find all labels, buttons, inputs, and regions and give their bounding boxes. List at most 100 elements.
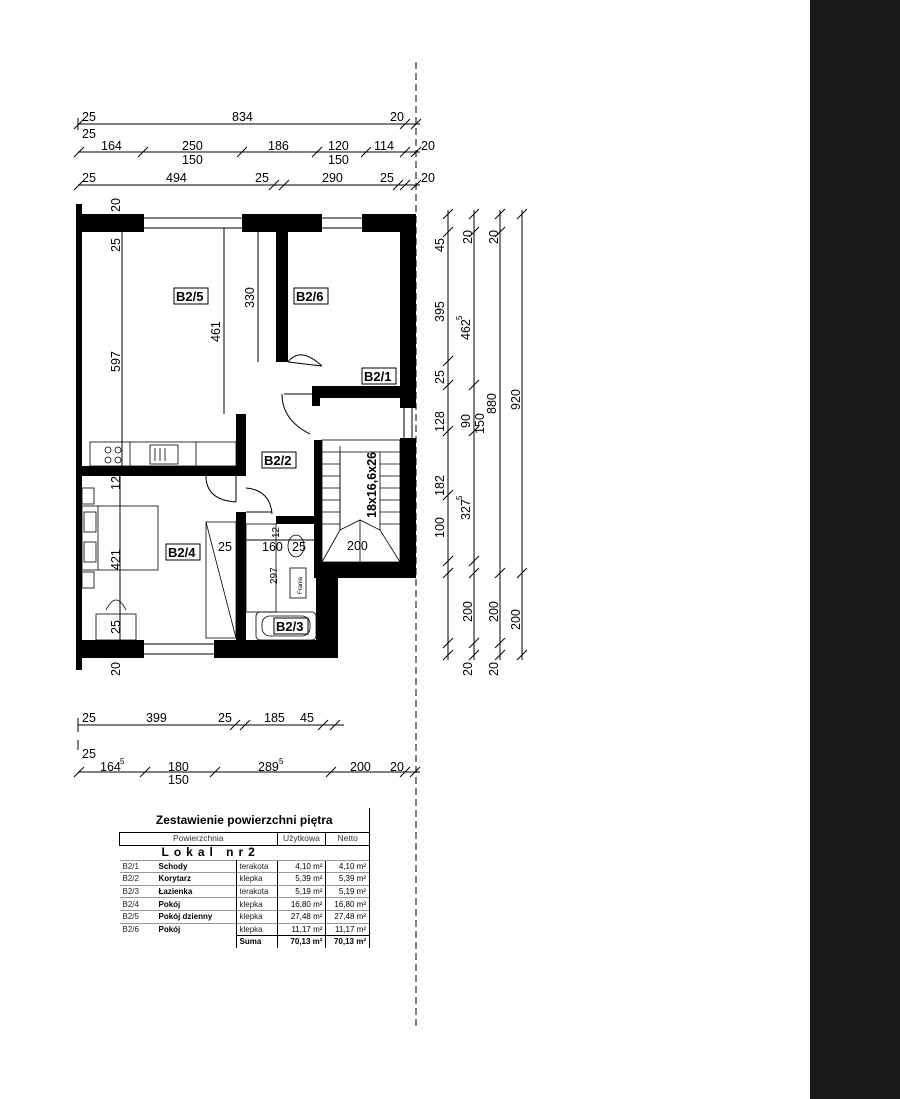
dim-r1-45: 45 xyxy=(433,238,447,252)
dim-r1-128: 128 xyxy=(433,411,447,432)
row-name: Pokój xyxy=(155,897,237,911)
bottom-dimension-lines xyxy=(73,718,421,778)
window-lines xyxy=(144,217,413,655)
dim-b2-289-sup: 5 xyxy=(279,757,284,766)
row-code: B2/5 xyxy=(119,909,156,924)
room-b2-2: B2/2 xyxy=(264,453,291,468)
dim-top3-25c: 25 xyxy=(380,171,394,185)
dim-b1-25: 25 xyxy=(82,711,96,725)
row-code: B2/2 xyxy=(119,872,156,886)
row-code: B2/3 xyxy=(119,884,156,898)
row-code: B2/4 xyxy=(119,897,156,911)
dim-top2-25: 25 xyxy=(82,127,96,141)
right-dimension-lines xyxy=(442,208,528,661)
dim-top1-834: 834 xyxy=(232,110,253,124)
dim-bath-12: 12 xyxy=(271,526,282,538)
dim-r2-327: 327 xyxy=(459,499,473,520)
dim-r2-200: 200 xyxy=(487,601,501,622)
dim-r1-200: 200 xyxy=(461,601,475,622)
dim-r2-20: 20 xyxy=(461,230,475,244)
room-labels: B2/5 B2/6 B2/1 B2/2 B2/4 B2/3 Frania xyxy=(165,287,397,635)
dim-bath-297: 297 xyxy=(269,567,280,584)
table-row: B2/4 Pokój klepka 16,80 m² 16,80 m² xyxy=(119,897,370,911)
dim-top2-114: 114 xyxy=(374,139,394,153)
row-netto: 5,19 m² xyxy=(325,884,370,898)
sum-netto: 70,13 m² xyxy=(325,935,370,948)
dim-r1-182: 182 xyxy=(433,475,447,496)
table-row: B2/3 Łazienka terakota 5,19 m² 5,19 m² xyxy=(119,884,370,898)
dim-b2-164: 164 xyxy=(100,760,121,774)
row-uzytkowa: 16,80 m² xyxy=(276,897,326,911)
row-uzytkowa: 5,39 m² xyxy=(276,872,326,886)
stairs-spec: 18x16,6x26 xyxy=(365,452,379,518)
dim-b1-25b: 25 xyxy=(218,711,232,725)
dim-r1-20: 20 xyxy=(461,662,475,676)
row-material: klepka xyxy=(236,872,277,886)
dim-r2-20b: 20 xyxy=(487,662,501,676)
door-swings xyxy=(205,354,323,515)
top-dimension-lines xyxy=(73,118,422,191)
right-dimension-labels: 45 395 25 128 182 100 200 20 20 462 5 90… xyxy=(433,230,523,676)
header-netto: Netto xyxy=(325,832,370,846)
dim-r2-462: 462 xyxy=(459,319,473,340)
dim-top1-25: 25 xyxy=(82,110,96,124)
dim-left-25: 25 xyxy=(109,238,123,252)
dim-b2-200: 200 xyxy=(350,760,371,774)
dim-r1-100: 100 xyxy=(433,517,447,538)
dim-top3-20: 20 xyxy=(421,171,435,185)
dim-r4-200: 200 xyxy=(509,609,523,630)
row-name: Korytarz xyxy=(155,872,237,886)
table-row: B2/5 Pokój dzienny klepka 27,48 m² 27,48… xyxy=(119,909,370,924)
bathroom-fixtures xyxy=(245,523,317,641)
dim-left-421: 421 xyxy=(109,549,123,570)
row-material: terakota xyxy=(236,884,277,898)
dim-b1-185: 185 xyxy=(264,711,285,725)
dim-left-597: 597 xyxy=(109,351,123,372)
frania-label: Frania xyxy=(298,576,304,594)
dim-top3-25: 25 xyxy=(82,171,96,185)
row-uzytkowa: 11,17 m² xyxy=(276,922,326,936)
row-material: klepka xyxy=(236,922,277,936)
dim-r1-395: 395 xyxy=(433,301,447,322)
dim-b2-180: 180 xyxy=(168,760,189,774)
dim-top2-150b: 150 xyxy=(328,153,349,167)
dim-top2-250: 250 xyxy=(182,139,203,153)
wardrobe xyxy=(205,521,237,639)
table-title: Zestawienie powierzchni piętra xyxy=(119,808,370,833)
dim-top3-25b: 25 xyxy=(255,171,269,185)
sum-row: Suma 70,13 m² 70,13 m² xyxy=(120,935,370,948)
dim-b2-20: 20 xyxy=(390,760,404,774)
row-material: klepka xyxy=(236,897,277,911)
dark-side-bar xyxy=(810,0,900,1099)
dim-bath-25b: 25 xyxy=(292,540,306,554)
dim-b2-25: 25 xyxy=(82,747,96,761)
dim-r2-150: 150 xyxy=(473,413,487,434)
dim-r2-462-sup: 5 xyxy=(455,315,464,320)
dim-461: 461 xyxy=(209,321,223,342)
dim-left-25b: 25 xyxy=(109,620,123,634)
row-uzytkowa: 4,10 m² xyxy=(276,859,326,873)
dim-top2-120: 120 xyxy=(328,139,349,153)
row-code: B2/6 xyxy=(119,922,156,936)
room-b2-6: B2/6 xyxy=(296,289,323,304)
row-netto: 4,10 m² xyxy=(325,859,370,873)
row-uzytkowa: 27,48 m² xyxy=(276,909,326,924)
row-name: Pokój xyxy=(155,922,237,936)
interior-dimension-labels: 20 25 597 461 330 12 421 25 20 25 160 25… xyxy=(109,198,379,676)
table-row: B2/6 Pokój klepka 11,17 m² 11,17 m² xyxy=(119,922,370,936)
dim-r2-327-sup: 5 xyxy=(455,495,464,500)
dim-top2-186: 186 xyxy=(268,139,289,153)
dim-bath-25: 25 xyxy=(218,540,232,554)
dim-b2-289: 289 xyxy=(258,760,279,774)
room-b2-3: B2/3 xyxy=(276,619,303,634)
header-powierzchnia: Powierzchnia xyxy=(119,832,278,846)
dim-top2-164: 164 xyxy=(101,139,122,153)
dim-r3-880: 880 xyxy=(485,393,499,414)
lokal-label: Lokal nr2 xyxy=(119,845,370,861)
dim-r3-20: 20 xyxy=(487,230,501,244)
row-uzytkowa: 5,19 m² xyxy=(276,884,326,898)
dim-left-20: 20 xyxy=(109,198,123,212)
dim-bath-160: 160 xyxy=(262,540,283,554)
room-b2-4: B2/4 xyxy=(168,545,196,560)
